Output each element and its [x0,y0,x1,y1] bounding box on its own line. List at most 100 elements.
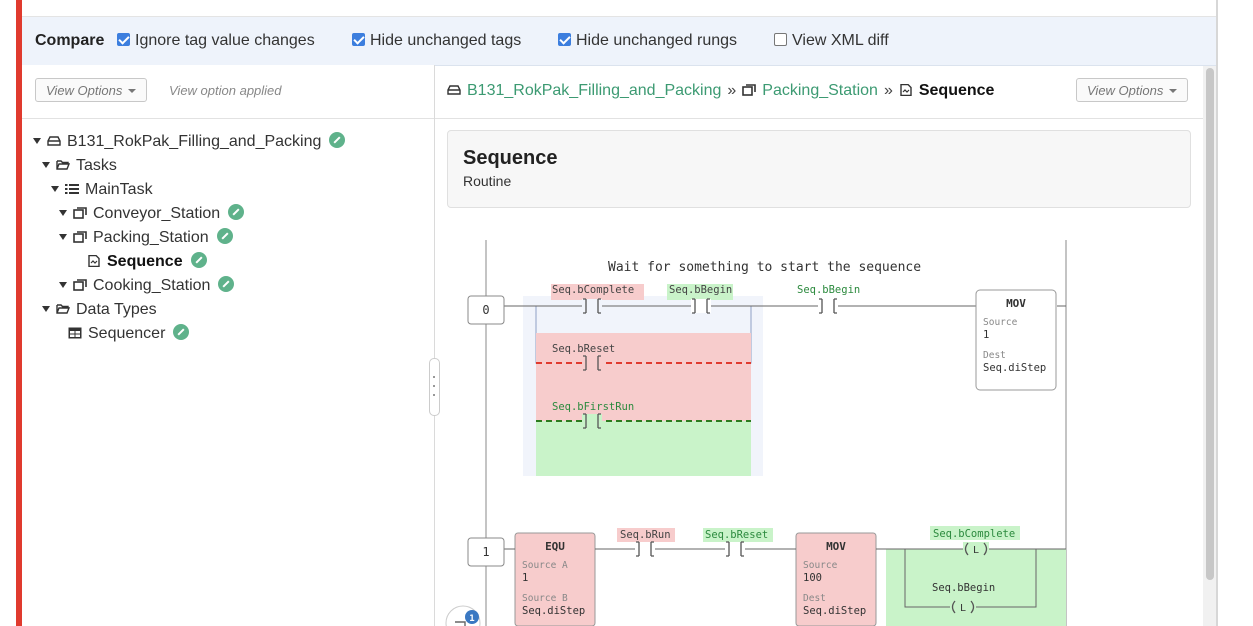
added-tag-highlight [930,526,1020,540]
comment-icon [455,621,466,626]
added-tag-highlight [703,528,773,542]
xic-contact-icon[interactable] [691,298,711,314]
expand-caret-icon[interactable] [51,186,59,192]
edited-icon [216,228,233,244]
folder-open-icon [56,304,70,314]
equ-instruction[interactable] [514,532,596,626]
expand-caret-icon[interactable] [59,210,67,216]
mov-instruction[interactable] [975,289,1057,391]
view-option-applied-text: View option applied [169,83,282,98]
rung-1-number-box[interactable] [467,537,505,567]
tree-item-packing-station[interactable]: Packing_Station [59,228,233,248]
task-list-icon [65,184,79,194]
caret-down-icon [1169,89,1178,93]
contact-label: Seq.bBegin [669,284,732,296]
operand-label: Dest [803,593,826,604]
contact-label: Seq.bFirstRun [552,401,634,413]
contact-label: Seq.bRun [620,529,671,541]
count-badge [465,610,479,624]
breadcrumb-program-link[interactable]: Packing_Station [762,82,878,99]
top-strip [22,0,1218,17]
operand-value: 1 [983,329,989,341]
operand-label: Source B [522,593,568,604]
program-icon [742,84,757,96]
controller-icon [447,85,461,95]
datatype-icon [68,327,82,339]
operand-value: Seq.diStep [983,362,1046,374]
checkbox-checked-icon[interactable] [117,33,130,46]
operand-label: Source [983,317,1018,328]
contact-label: Seq.bReset [552,343,615,355]
xic-contact-icon[interactable] [818,298,838,314]
rung-0-number-box[interactable] [467,295,505,325]
added-branch-highlight [536,421,751,476]
breadcrumb-separator: » [727,82,737,99]
change-indicator-bar [16,0,22,626]
svg-text:L: L [960,603,966,614]
expand-caret-icon[interactable] [42,306,50,312]
instruction-name: EQU [545,540,565,553]
divider [435,118,1203,119]
tree-item-conveyor-station[interactable]: Conveyor_Station [59,204,245,224]
scrollbar-thumb[interactable] [1206,68,1214,580]
tree-item-cooking-station[interactable]: Cooking_Station [59,276,235,296]
instruction-name: MOV [1006,297,1026,310]
view-xml-diff-checkbox[interactable]: View XML diff [774,32,889,50]
expand-caret-icon[interactable] [59,234,67,240]
right-view-options-button[interactable]: View Options [1076,78,1189,102]
added-tag-highlight [667,284,733,300]
contact-label: Seq.bReset [705,529,768,541]
hide-unchanged-tags-checkbox[interactable]: Hide unchanged tags [352,32,521,50]
folder-open-icon [56,160,70,170]
xic-contact-icon[interactable] [725,541,745,557]
expand-caret-icon[interactable] [42,162,50,168]
window-border [1216,0,1218,626]
edited-icon [173,324,190,340]
xic-contact-icon[interactable] [582,413,602,429]
program-icon [73,231,87,243]
caret-down-icon [128,89,137,93]
routine-icon [900,84,912,96]
left-view-options-button[interactable]: View Options [35,78,148,102]
compare-toolbar [22,17,1216,66]
operand-value: Seq.diStep [803,605,866,617]
panel-resize-handle[interactable] [429,358,440,416]
breadcrumb-controller-link[interactable]: B131_RokPak_Filling_and_Packing [467,82,722,99]
checkbox-checked-icon[interactable] [558,33,571,46]
routine-icon [88,255,100,267]
operand-label: Source A [522,560,568,571]
divider [22,118,434,119]
edited-icon [228,204,245,220]
tree-item-data-types[interactable]: Data Types [42,300,157,320]
tree-item-tasks[interactable]: Tasks [42,156,117,176]
xic-contact-icon[interactable] [582,298,602,314]
expand-caret-icon[interactable] [33,138,41,144]
tree-item-sequencer[interactable]: Sequencer [68,324,190,344]
xic-contact-icon[interactable] [635,541,655,557]
rung-comment: Wait for something to start the sequence [608,260,921,275]
latch-coil-icon[interactable]: L [950,600,976,614]
latch-coil-icon[interactable]: L [963,542,989,556]
mov-instruction[interactable] [795,532,877,626]
expand-caret-icon[interactable] [59,282,67,288]
tree-item-maintask[interactable]: MainTask [51,180,153,200]
checkbox-checked-icon[interactable] [352,33,365,46]
tree-item-sequence[interactable]: Sequence [87,252,207,272]
ignore-tag-values-checkbox[interactable]: Ignore tag value changes [117,32,315,50]
edited-icon [190,252,207,268]
hide-unchanged-rungs-checkbox[interactable]: Hide unchanged rungs [558,32,737,50]
removed-branch-highlight [536,333,751,421]
checkbox-unchecked-icon[interactable] [774,33,787,46]
rung-0-number: 0 [482,303,489,317]
tree-item-controller[interactable]: B131_RokPak_Filling_and_Packing [33,132,346,152]
coil-label: Seq.bBegin [932,582,995,594]
controller-icon [47,136,61,146]
compare-label: Compare [35,32,105,49]
xic-contact-icon[interactable] [582,355,602,371]
removed-tag-highlight [551,284,644,300]
instruction-name: MOV [826,540,846,553]
operand-label: Dest [983,350,1006,361]
contact-label: Seq.bBegin [797,284,860,296]
operand-value: 1 [522,572,528,584]
program-icon [73,279,87,291]
